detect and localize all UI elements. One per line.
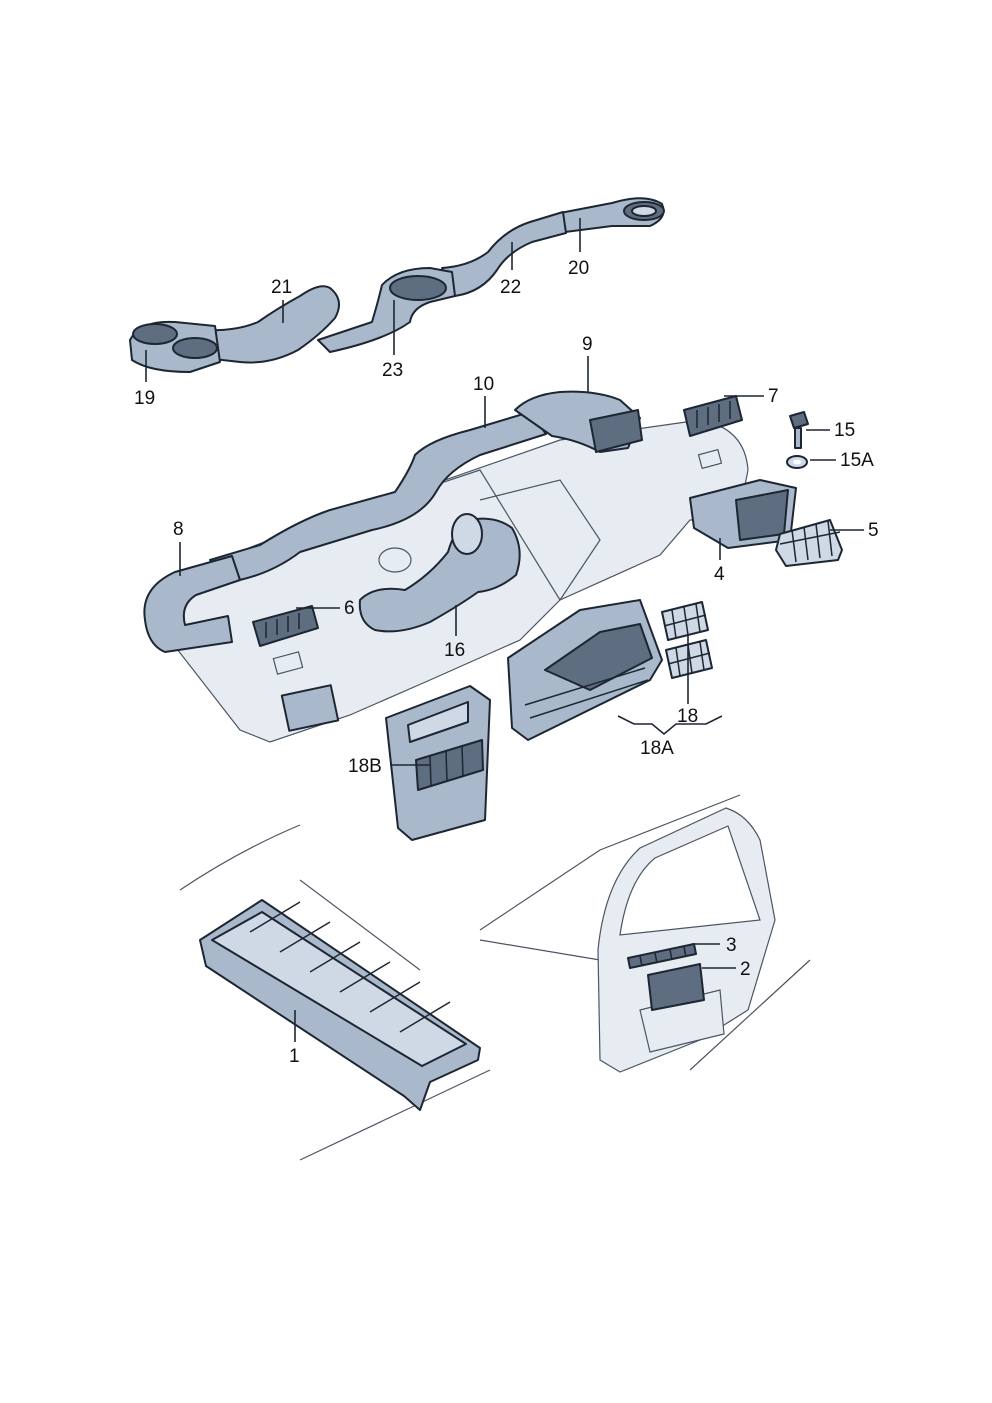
door-vent-3-body [627, 943, 697, 969]
cowl-line-3 [299, 1069, 491, 1161]
trim-18B-upper-opening [407, 701, 469, 743]
duct-16-inlet [451, 513, 483, 555]
plenum-1-filter [211, 911, 467, 1067]
vent-grille-18-lower [665, 639, 713, 679]
label-15A: 15A [840, 450, 874, 471]
dashboard-console-line [479, 479, 601, 601]
label-18: 18 [677, 706, 698, 727]
duct-19-outlet-left [132, 323, 178, 345]
door-vent-3-slots [639, 946, 687, 967]
vent-6-grille [265, 613, 300, 638]
housing-4-opening [735, 489, 789, 541]
cowl-line-2 [299, 879, 421, 971]
center-trim-18B [385, 685, 491, 841]
air-duct-10 [209, 411, 547, 583]
door-vent-2 [647, 963, 705, 1011]
grille-5-pattern [779, 520, 841, 563]
vent-6-body [252, 605, 319, 647]
bolt-15 [789, 411, 809, 449]
label-20: 20 [568, 258, 589, 279]
rear-door-outline [479, 794, 811, 1073]
door-vent-3 [627, 943, 697, 969]
dashboard-switch-right [697, 448, 723, 470]
duct-20-outlet-rim [631, 205, 657, 217]
label-6: 6 [344, 598, 355, 619]
leader-lines [145, 218, 864, 1042]
leader-18A-bracket [617, 715, 723, 736]
vent-7 [683, 395, 743, 437]
dashboard-switch [272, 651, 304, 675]
label-8: 8 [173, 519, 184, 540]
label-18A: 18A [640, 738, 674, 759]
trim-18B-vent-grille [429, 745, 464, 787]
label-3: 3 [726, 935, 737, 956]
rear-air-duct-assembly [129, 197, 665, 373]
label-5: 5 [868, 520, 879, 541]
label-16: 16 [444, 640, 465, 661]
vent-grille-18-upper [661, 601, 709, 641]
plenum-1-filter-ribs [249, 901, 451, 1033]
label-18B: 18B [348, 756, 382, 777]
plenum-cover-1 [199, 899, 481, 1111]
body-line-3 [689, 959, 811, 1071]
label-23: 23 [382, 360, 403, 381]
console-frame-slots [524, 667, 649, 719]
duct-9-outlet [589, 409, 643, 453]
air-duct-21 [199, 285, 340, 364]
bolt-15-shank [794, 427, 802, 449]
air-duct-8 [143, 555, 241, 653]
center-console-frame-18A [507, 599, 663, 741]
grille-18-upper-pattern [663, 603, 707, 639]
dashboard-gauge [378, 547, 412, 573]
body-line-1 [479, 794, 741, 931]
label-15: 15 [834, 420, 855, 441]
cowl-area-outline [179, 824, 491, 1161]
vent-7-grille [696, 401, 731, 428]
label-4: 4 [714, 564, 725, 585]
duct-19-outlet-right [172, 337, 218, 359]
cowl-line-1 [179, 824, 301, 891]
rear-door-window [619, 825, 761, 936]
label-1: 1 [289, 1046, 300, 1067]
part-labels: 20 22 21 23 19 9 10 7 15 15A 8 5 4 6 16 … [134, 258, 879, 1067]
duct-23-outlet [389, 275, 447, 301]
washer-15A-hole [793, 459, 801, 465]
label-10: 10 [473, 374, 494, 395]
label-2: 2 [740, 959, 751, 980]
label-21: 21 [271, 277, 292, 298]
vent-7-body [683, 395, 743, 437]
vent-6 [252, 605, 319, 647]
vent-grille-5 [775, 519, 843, 567]
body-line-2 [479, 939, 601, 961]
label-19: 19 [134, 388, 155, 409]
front-air-duct-assembly [143, 390, 643, 653]
dashboard-vent-lower [280, 684, 340, 732]
trim-18B-vent [415, 739, 484, 791]
label-22: 22 [500, 277, 521, 298]
grille-18-lower-pattern [667, 641, 711, 677]
bolt-15-head [789, 411, 809, 429]
label-9: 9 [582, 334, 593, 355]
label-7: 7 [768, 386, 779, 407]
air-duct-22 [441, 211, 567, 297]
